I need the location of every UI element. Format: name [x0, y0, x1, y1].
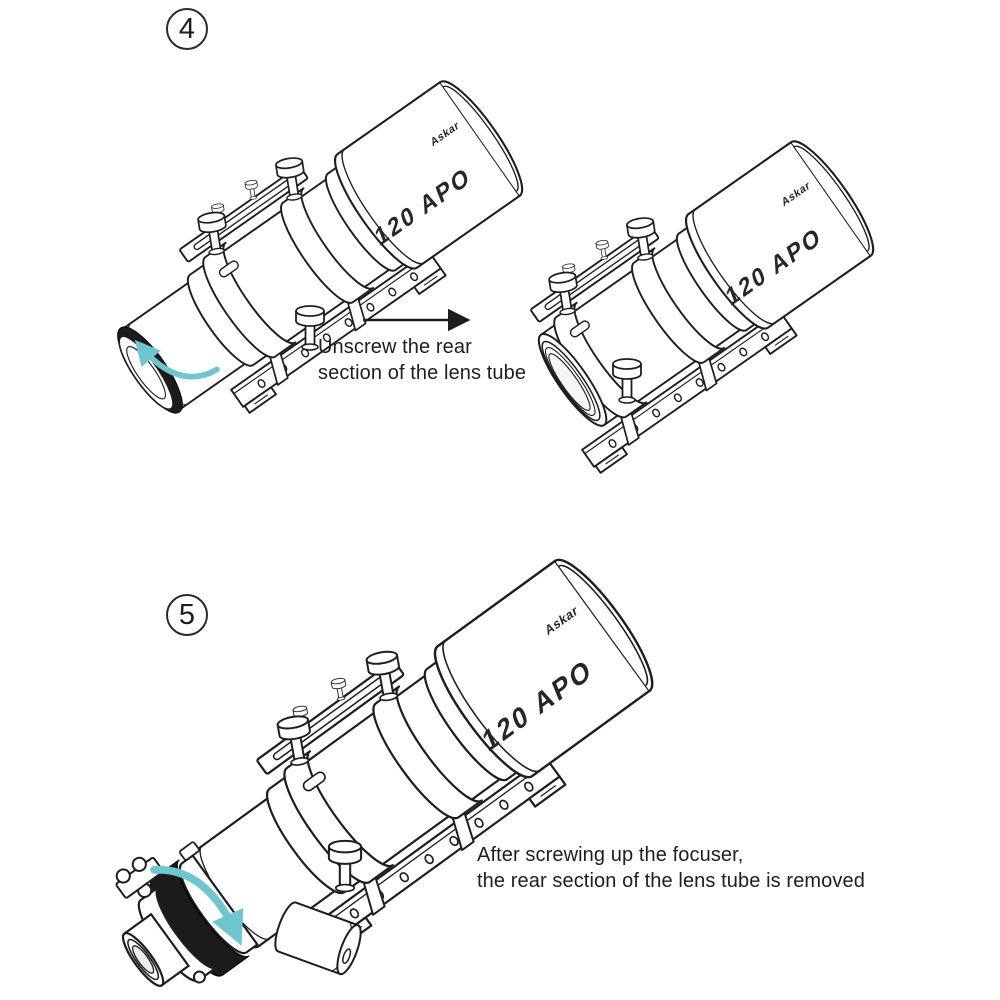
focus-knob [274, 901, 362, 976]
telescope-with-focuser: 120 APO Askar [115, 520, 681, 987]
rotation-arrow-cw-icon [150, 866, 244, 946]
step-4-badge: 4 [166, 8, 208, 50]
step-4-number: 4 [178, 12, 196, 45]
rotation-arrow-ccw-icon [134, 339, 220, 380]
step-4-caption: Unscrew the rear section of the lens tub… [318, 336, 527, 385]
step-5-number: 5 [178, 598, 196, 631]
telescope-before-unscrew: 120 APO Askar [117, 47, 547, 455]
drawtube-opening [131, 945, 155, 974]
step-5-caption: After screwing up the focuser, the rear … [477, 844, 865, 893]
step-5-badge: 5 [166, 594, 208, 636]
telescope-rear-removed: 120 APO Askar [489, 107, 898, 474]
